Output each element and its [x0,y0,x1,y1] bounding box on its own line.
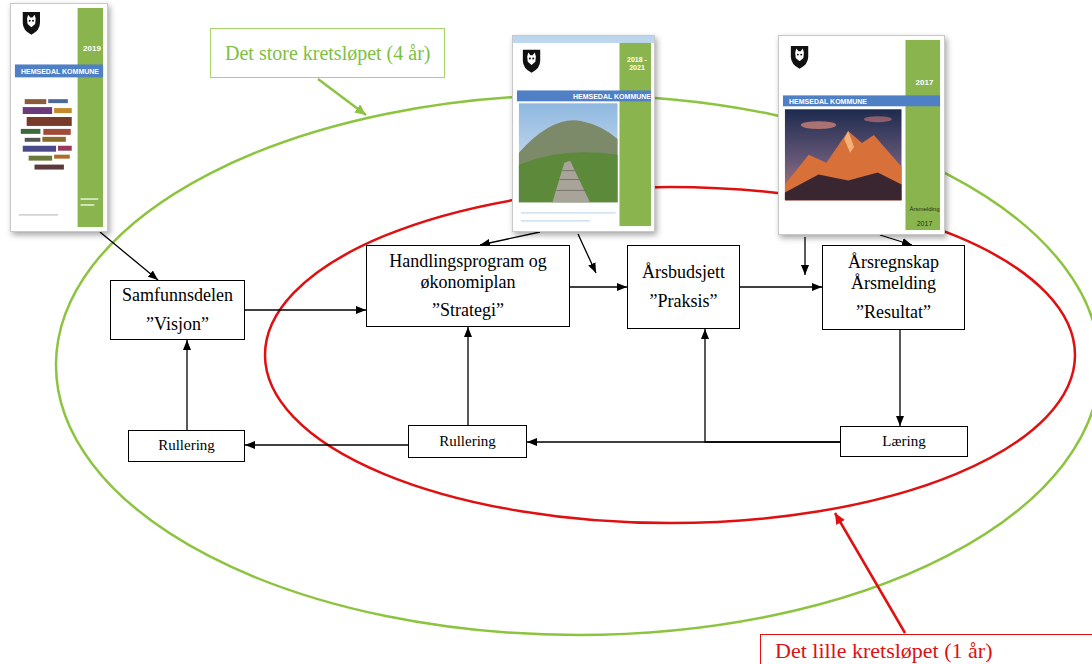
flow-arrow [899,330,900,426]
step-box: Rullering [408,425,527,458]
box-keyword: ”Strategi” [432,300,504,321]
cover-text: 2019 [79,44,105,53]
box-heading: Rullering [439,433,496,450]
cover-text-slot: Årsmelding [905,206,944,213]
step-box: Læring [840,426,968,457]
flow-arrow [186,340,187,430]
cover-text-slot: HEMSEDAL KOMMUNE [15,65,105,78]
cover-text: HEMSEDAL KOMMUNE [15,65,105,78]
cover-text-slot: 2018 - 2021 [621,56,653,72]
cover-text-slot: HEMSEDAL KOMMUNE [553,91,651,102]
cycle-label-text: Det store kretsløpet (4 år) [225,42,430,65]
document-pointer [804,237,805,275]
box-heading: Rullering [158,437,215,454]
cycle-label: Det store kretsløpet (4 år) [210,28,445,78]
flow-arrow [245,309,366,310]
small-cycle-ellipse [265,187,1075,523]
cover-text: Årsmelding [905,206,944,213]
cover-text-slot: HEMSEDAL KOMMUNE [789,96,907,107]
cover-text-slot: 2019 [79,44,105,53]
cover-text: 2017 [907,220,942,228]
flow-arrow [480,232,540,245]
report-cover: 2019HEMSEDAL KOMMUNE [10,3,108,232]
cover-illustration [11,4,107,231]
flow-arrow [705,329,840,442]
box-heading: Årsbudsjett [642,262,725,283]
cover-text: HEMSEDAL KOMMUNE [789,96,907,107]
box-heading: Samfunnsdelen [122,285,233,306]
cycle-label-text: Det lille kretsløpet (1 år) [775,638,992,663]
small-cycle-leader [835,513,905,633]
cover-text-slot: 2017 [907,78,942,87]
report-cover: 2017HEMSEDAL KOMMUNEÅrsmelding2017 [778,35,945,235]
box-heading: Handlingsprogram og økonomiplan [388,251,548,292]
box-heading: Læring [882,433,925,450]
cover-text: 2017 [907,78,942,87]
process-box: Samfunnsdelen ”Visjon” [110,280,245,340]
process-box: Handlingsprogram og økonomiplan ”Strategi… [366,245,570,327]
flow-arrow [570,286,627,287]
box-heading: Årsregnskap Årsmelding [831,252,956,293]
step-box: Rullering [128,430,245,462]
flow-arrow [880,235,912,245]
box-keyword: ”Resultat” [856,302,931,323]
report-cover: 2018 - 2021HEMSEDAL KOMMUNE [512,35,655,232]
box-keyword: ”Praksis” [650,291,718,312]
flow-arrow [467,327,468,425]
flow-arrow [245,444,408,445]
box-keyword: ”Visjon” [146,314,209,335]
large-cycle-leader [318,79,366,115]
flow-arrow [740,286,822,287]
cover-illustration [779,36,944,234]
cover-text: HEMSEDAL KOMMUNE [553,91,651,102]
cycle-label: Det lille kretsløpet (1 år) [760,634,1092,664]
process-box: Årsbudsjett ”Praksis” [627,245,740,329]
document-pointer [578,234,596,273]
flow-arrow [100,232,158,280]
cover-text-slot: 2017 [907,220,942,228]
process-box: Årsregnskap Årsmelding ”Resultat” [822,245,965,330]
cover-text: 2018 - 2021 [621,56,653,72]
